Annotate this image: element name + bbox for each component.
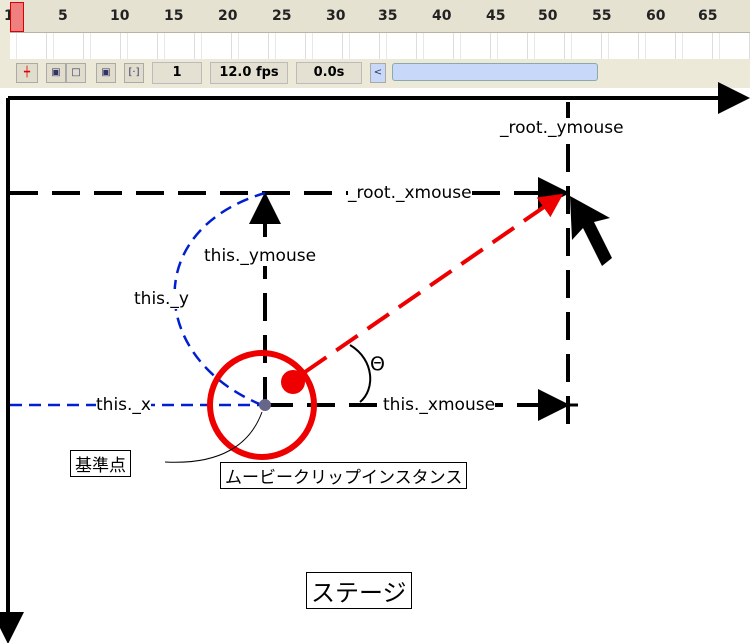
horizontal-scrollbar[interactable]	[392, 63, 598, 81]
mouse-cursor-icon	[570, 196, 612, 266]
this-x-label: this._x	[96, 395, 151, 415]
frame-ruler[interactable]: 1 5 10 15 20 25 30 35 40 45 50 55 60 65	[4, 0, 750, 33]
center-frame-icon[interactable]: ┿	[16, 63, 38, 83]
frame-number: 5	[58, 8, 68, 24]
playhead[interactable]	[10, 2, 24, 32]
scroll-left-button[interactable]: <	[370, 63, 386, 83]
theta-label: Θ	[370, 353, 385, 375]
frame-number: 45	[486, 8, 506, 24]
reference-point-label: 基準点	[70, 450, 131, 477]
frame-number: 50	[538, 8, 558, 24]
frame-number: 65	[698, 8, 718, 24]
this-ymouse-label: this._ymouse	[204, 246, 317, 266]
elapsed-time: 0.0s	[296, 62, 362, 84]
frame-number: 40	[432, 8, 452, 24]
frame-number: 20	[218, 8, 238, 24]
onion-skin-icon[interactable]: ▣	[46, 63, 66, 83]
root-xmouse-label: _root._xmouse	[348, 183, 472, 203]
root-ymouse-label: _root._ymouse	[500, 118, 624, 138]
frame-number: 30	[326, 8, 346, 24]
angle-line	[303, 193, 564, 374]
modify-markers-icon[interactable]: [·]	[124, 63, 144, 83]
frame-number: 1	[4, 8, 14, 24]
frame-number: 60	[646, 8, 666, 24]
timeline-toolbar: ┿ ▣ □ ▣ [·] 1 12.0 fps 0.0s <	[10, 60, 750, 84]
onion-outline-icon[interactable]: □	[66, 63, 86, 83]
frame-number: 15	[164, 8, 184, 24]
mc-instance-label: ムービークリップインスタンス	[220, 462, 468, 489]
movieclip-dot	[281, 370, 305, 394]
timeline-panel: 1 5 10 15 20 25 30 35 40 45 50 55 60 65 …	[0, 0, 750, 88]
current-frame: 1	[152, 62, 202, 84]
this-y-arc	[173, 191, 266, 407]
registration-point	[259, 399, 271, 411]
edit-multiple-frames-icon[interactable]: ▣	[96, 63, 116, 83]
frame-number: 35	[378, 8, 398, 24]
frame-number: 55	[592, 8, 612, 24]
frame-rate[interactable]: 12.0 fps	[210, 62, 288, 84]
frame-number: 25	[272, 8, 292, 24]
reference-pointer	[164, 411, 263, 463]
this-xmouse-label: this._xmouse	[383, 395, 496, 415]
theta-arc	[349, 344, 372, 403]
stage-label: ステージ	[306, 572, 412, 609]
frame-number: 10	[110, 8, 130, 24]
movieclip-circle	[207, 350, 317, 460]
frame-cells[interactable]	[10, 33, 750, 59]
this-y-label: this._y	[134, 289, 189, 309]
